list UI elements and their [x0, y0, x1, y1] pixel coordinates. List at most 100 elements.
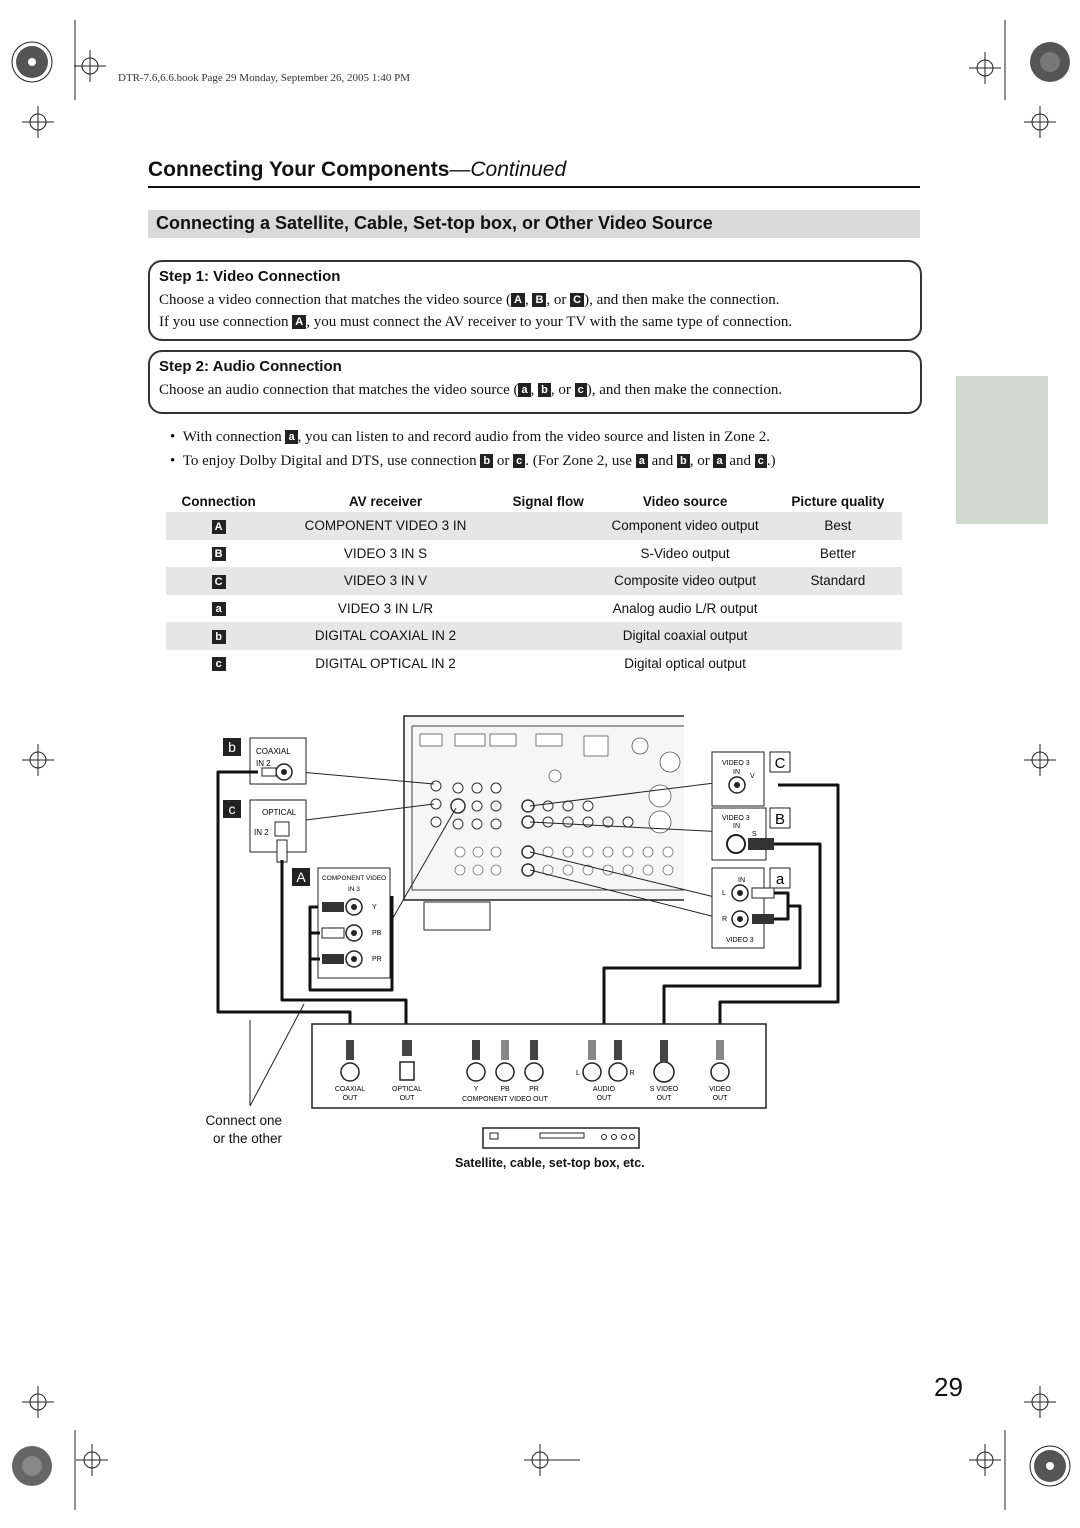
connect-note: Connect one or the other: [200, 1112, 282, 1148]
chapter-side-tab: [956, 376, 1048, 524]
bullet-zone2: • With connection a, you can listen to a…: [170, 429, 770, 445]
src-r-label: R: [629, 1070, 634, 1077]
src-pr-label: PR: [529, 1086, 539, 1093]
callout-component-video: A COMPONENT VIDEO IN 3 Y PB PR: [292, 867, 391, 979]
banner-title: Connecting a Satellite, Cable, Set-top b…: [156, 213, 713, 233]
src-svideo-label: S VIDEO: [650, 1086, 679, 1093]
connect-note-line2: or the other: [212, 1131, 282, 1146]
pb-label: PB: [372, 930, 382, 937]
registration-mark-top-right: [1028, 40, 1072, 89]
src-optical-out-label: OUT: [400, 1095, 416, 1102]
step1-box: Step 1: Video Connection Choose a video …: [148, 260, 922, 341]
av-receiver-rear-panel: [403, 715, 684, 931]
bullet-dolby: • To enjoy Dolby Digital and DTS, use co…: [170, 453, 776, 469]
callout-coaxial: b COAXIAL IN 2: [223, 737, 307, 785]
av-receiver-cell: VIDEO 3 IN V: [271, 567, 500, 595]
th-connection: Connection: [181, 493, 256, 509]
src-coaxial-label: COAXIAL: [335, 1086, 365, 1093]
component-video-label: COMPONENT VIDEO: [322, 875, 386, 882]
r-label: R: [722, 916, 727, 923]
connection-tag: B: [211, 547, 226, 562]
pr-label: PR: [372, 956, 382, 963]
step1-heading: Step 1: Video Connection: [159, 268, 341, 285]
quality-cell: [773, 622, 902, 650]
connection-tag: A: [211, 519, 226, 534]
video-source-cell: Digital optical output: [624, 655, 746, 671]
src-video-label: VIDEO: [709, 1086, 731, 1093]
page-number: 29: [934, 1372, 963, 1402]
src-component-label: COMPONENT VIDEO OUT: [462, 1096, 549, 1103]
src-svideo-out-label: OUT: [657, 1095, 673, 1102]
tag-A: A: [296, 869, 306, 885]
src-coaxial-out-label: OUT: [343, 1095, 359, 1102]
registration-mark-bottom-right: [1028, 1444, 1072, 1493]
registration-mark-bottom-left: [10, 1444, 54, 1493]
l-label: L: [722, 890, 726, 897]
quality-cell: [774, 595, 902, 623]
table-row: a VIDEO 3 IN L/R Analog audio L/R output: [166, 595, 902, 623]
tag-c: c: [229, 801, 236, 817]
av-receiver-cell: DIGITAL COAXIAL IN 2: [271, 622, 500, 650]
inb-label: IN: [733, 823, 740, 830]
table-row: b DIGITAL COAXIAL IN 2 Digital coaxial out…: [166, 622, 902, 650]
video3b-label: VIDEO 3: [722, 815, 750, 822]
tag-a: a: [776, 871, 785, 888]
optical-in2-label: IN 2: [254, 828, 269, 837]
quality-cell: Best: [773, 512, 902, 540]
callout-composite: VIDEO 3 IN V C: [711, 751, 791, 807]
tag-C: C: [775, 755, 786, 772]
connect-note-line1: Connect one: [205, 1113, 282, 1128]
th-video-source: Video source: [642, 493, 728, 509]
connection-tag: C: [211, 574, 226, 589]
src-l-label: L: [576, 1070, 580, 1077]
table-header-row: Connection AV receiver Signal flow Video…: [166, 490, 902, 512]
av-receiver-cell: VIDEO 3 IN L/R: [337, 600, 434, 616]
av-receiver-cell: DIGITAL OPTICAL IN 2: [315, 655, 456, 671]
source-device-panel: COAXIAL OUT OPTICAL OUT Y PB PR COMPONEN…: [311, 1023, 767, 1109]
src-audio-label: AUDIO: [593, 1086, 616, 1093]
src-video-out-label: OUT: [713, 1095, 729, 1102]
tag-b: b: [228, 739, 236, 755]
quality-cell: [774, 650, 902, 678]
coaxial-label: COAXIAL: [256, 747, 291, 756]
step1-line2: If you use connection A, you must connec…: [159, 314, 793, 330]
av-receiver-cell: VIDEO 3 IN S: [343, 545, 428, 561]
src-y-label: Y: [474, 1086, 479, 1093]
callout-svideo: VIDEO 3 IN S B: [711, 807, 791, 861]
table-row: B VIDEO 3 IN S S-Video output Better: [166, 540, 902, 568]
section-title: Connecting Your Components—Continued: [148, 158, 566, 182]
section-title-suffix: —Continued: [449, 158, 567, 181]
section-banner: Connecting a Satellite, Cable, Set-top b…: [148, 210, 920, 238]
connection-table: Connection AV receiver Signal flow Video…: [166, 490, 902, 677]
th-picture-quality: Picture quality: [791, 493, 885, 509]
book-header-line: DTR-7.6,6.6.book Page 29 Monday, Septemb…: [118, 72, 410, 84]
connection-tag: a: [211, 602, 226, 617]
coaxial-in2-label: IN 2: [256, 759, 271, 768]
quality-cell: Better: [819, 545, 856, 561]
optical-label: OPTICAL: [262, 808, 297, 817]
step2-line1: Choose an audio connection that matches …: [159, 382, 783, 398]
connection-tag: b: [211, 629, 226, 644]
video-source-cell: S-Video output: [640, 545, 730, 561]
connection-tag: c: [211, 657, 226, 672]
callout-analog-audio: IN L R VIDEO 3 a: [711, 867, 791, 949]
s-label: S: [752, 831, 757, 838]
src-audio-out-label: OUT: [597, 1095, 613, 1102]
src-pb-label: PB: [500, 1086, 510, 1093]
th-av-receiver: AV receiver: [348, 493, 423, 509]
av-receiver-cell: COMPONENT VIDEO 3 IN: [271, 512, 500, 540]
video3c-label: VIDEO 3: [726, 937, 754, 944]
device-caption: Satellite, cable, set-top box, etc.: [455, 1156, 645, 1170]
video-source-cell: Analog audio L/R output: [612, 600, 758, 616]
settop-box-icon: [482, 1127, 640, 1149]
table-row: c DIGITAL OPTICAL IN 2 Digital optical out…: [166, 650, 902, 678]
src-optical-label: OPTICAL: [392, 1086, 422, 1093]
table-row: A COMPONENT VIDEO 3 IN Component video out…: [166, 512, 902, 540]
video-source-cell: Component video output: [596, 512, 774, 540]
quality-cell: Standard: [773, 567, 902, 595]
video-source-cell: Digital coaxial output: [596, 622, 774, 650]
video3-label: VIDEO 3: [722, 760, 750, 767]
callout-optical: c OPTICAL IN 2: [223, 799, 307, 863]
